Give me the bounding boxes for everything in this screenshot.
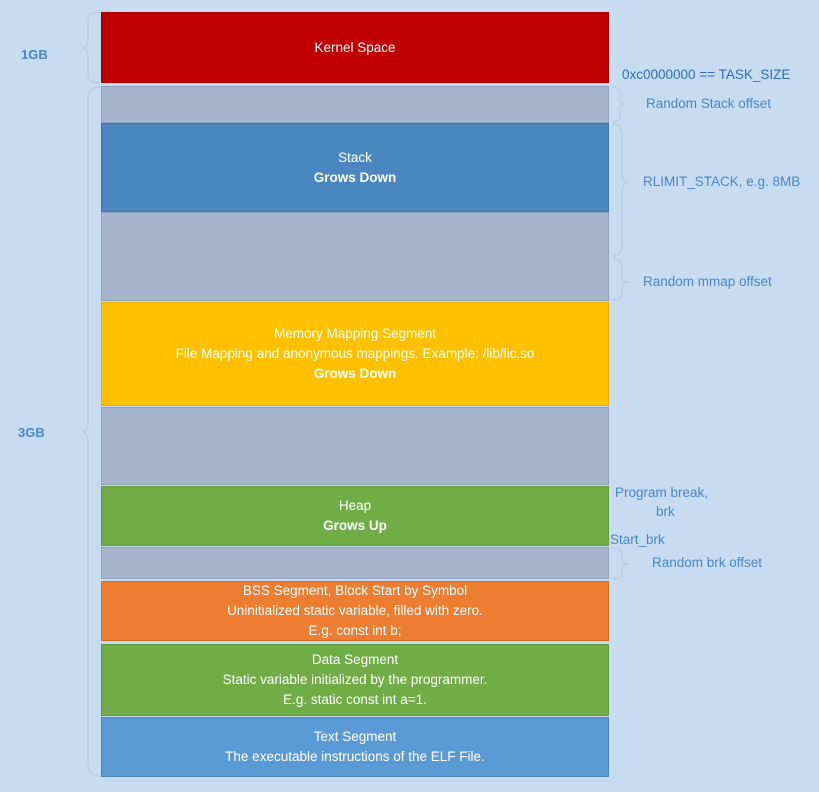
text-segment: Text Segment The executable instructions…: [101, 717, 609, 777]
rlimit-stack-label: RLIMIT_STACK, e.g. 8MB: [643, 174, 801, 189]
stack-growth-label: Grows Down: [313, 169, 397, 185]
mmap-growth-label: Grows Down: [313, 366, 397, 381]
kernel-space-segment: Kernel Space: [101, 12, 609, 83]
bss-description: Uninitialized static variable, filled wi…: [227, 603, 483, 618]
stack-title: Stack: [338, 149, 372, 165]
heap-title: Heap: [338, 498, 372, 513]
text-title: Text Segment: [313, 729, 397, 744]
user-size-label: 3GB: [18, 425, 45, 440]
random-mmap-gap: [101, 212, 609, 301]
random-brk-offset-label: Random brk offset: [652, 555, 763, 570]
text-description: The executable instructions of the ELF F…: [225, 749, 485, 764]
program-break-label: Program break,: [615, 485, 709, 500]
data-description: Static variable initialized by the progr…: [222, 672, 488, 687]
random-mmap-offset-label: Random mmap offset: [643, 274, 772, 289]
random-stack-offset-label: Random Stack offset: [646, 96, 772, 111]
task-size-label: 0xc0000000 == TASK_SIZE: [622, 67, 791, 82]
stack-offset-brace: [611, 86, 627, 123]
mmap-description: File Mapping and anonymous mappings. Exa…: [175, 346, 535, 361]
heap-growth-label: Grows Up: [323, 518, 387, 533]
brk-offset-brace: [611, 547, 631, 580]
stack-segment: Stack Grows Down: [101, 123, 609, 212]
mmap-title: Memory Mapping Segment: [273, 326, 437, 341]
data-title: Data Segment: [311, 652, 399, 667]
brk-label: brk: [656, 504, 675, 519]
heap-segment: Heap Grows Up: [101, 486, 609, 546]
kernel-space-title: Kernel Space: [314, 39, 396, 55]
random-stack-gap: [101, 86, 609, 123]
mmap-offset-brace: [611, 258, 631, 301]
memory-mapping-segment: Memory Mapping Segment File Mapping and …: [101, 302, 609, 406]
rlimit-brace: [611, 123, 631, 257]
unused-gap: [101, 407, 609, 485]
kernel-size-brace: [81, 11, 101, 84]
bss-example: E.g. const int b;: [308, 623, 402, 638]
data-segment: Data Segment Static variable initialized…: [101, 644, 609, 716]
data-example: E.g. static const int a=1.: [283, 692, 427, 707]
kernel-size-label: 1GB: [21, 47, 48, 62]
user-size-brace: [81, 86, 101, 777]
random-brk-gap: [101, 547, 609, 579]
start-brk-label: Start_brk: [610, 532, 665, 547]
bss-title: BSS Segment, Block Start by Symbol: [242, 583, 468, 598]
bss-segment: BSS Segment, Block Start by Symbol Unini…: [101, 581, 609, 641]
